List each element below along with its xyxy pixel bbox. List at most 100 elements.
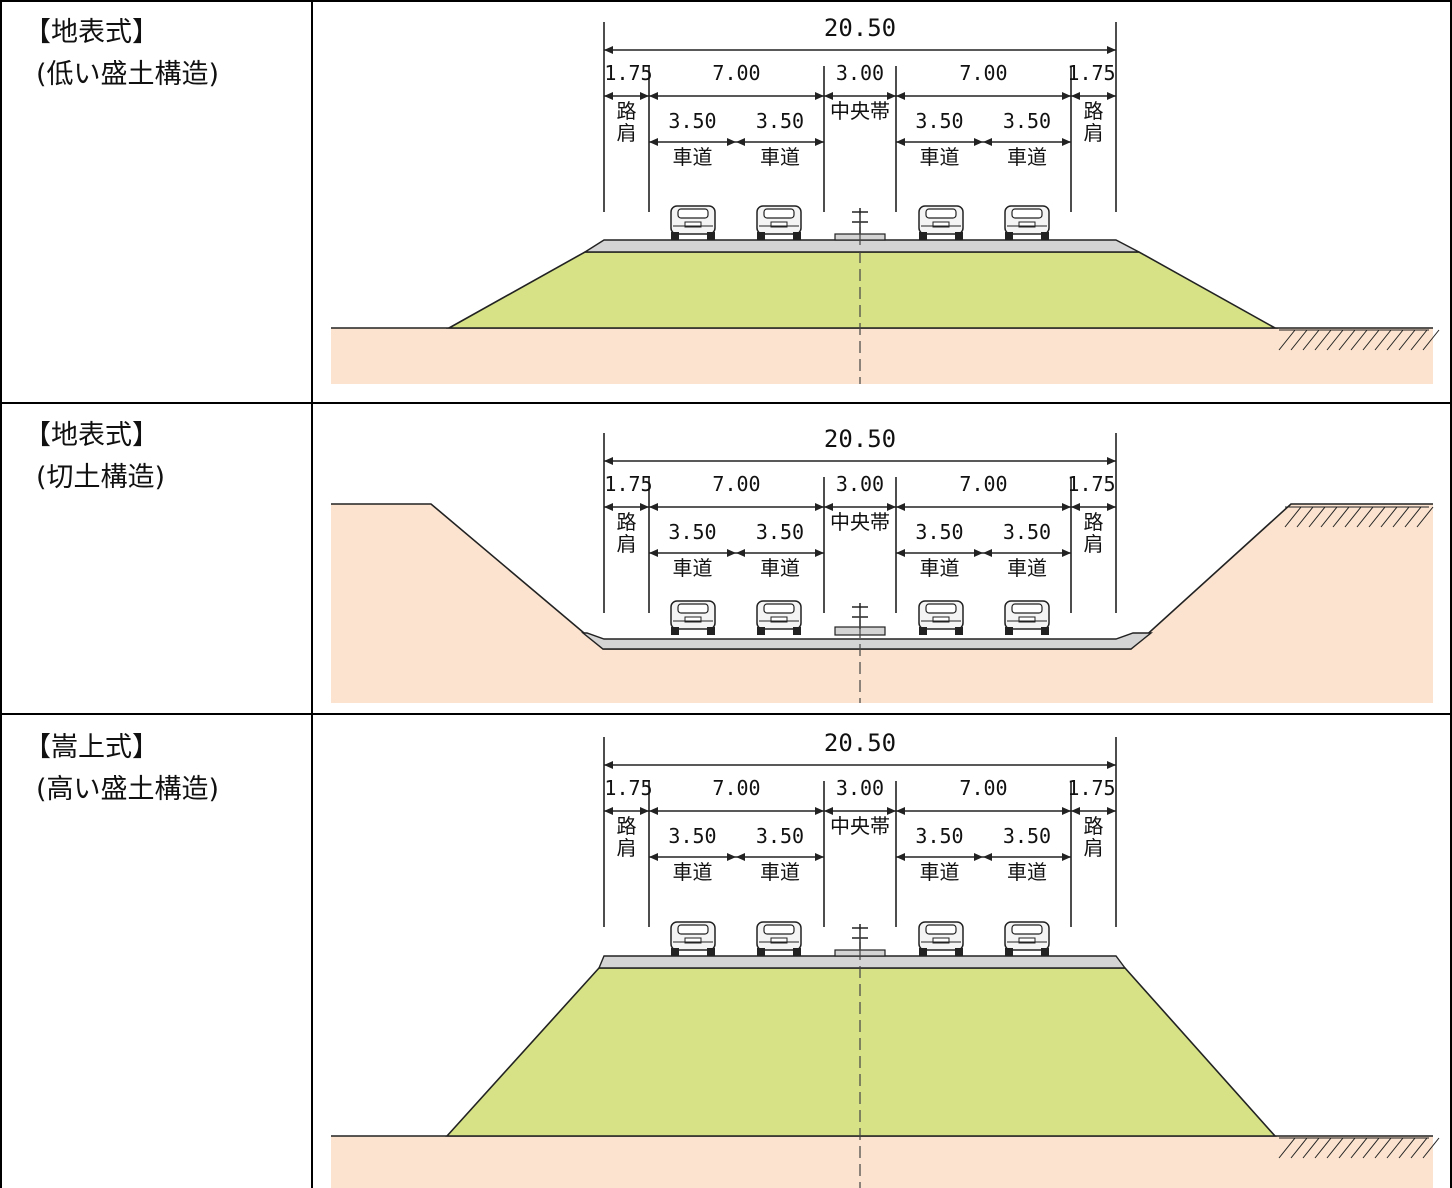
vehicle-plate (1018, 937, 1036, 944)
ground-hatching (1350, 329, 1368, 351)
road-pavement (582, 239, 1140, 253)
shoulder-label: 肩 (1084, 836, 1104, 860)
ground-hatching (1338, 329, 1356, 351)
ground-hatching (1314, 1137, 1332, 1159)
vehicle-icon (918, 921, 964, 956)
dimension-shoulder-label: 1.75 (604, 61, 652, 85)
vehicle-windshield (763, 603, 795, 614)
dimension-carriageway-arrow-left (649, 807, 658, 815)
vehicle-wheel (707, 948, 715, 956)
ground-hatching (1290, 1137, 1308, 1159)
ground-hatching (1374, 1137, 1392, 1159)
vehicle-plate (684, 221, 702, 228)
dimension-shoulder-arrow-right (640, 503, 649, 511)
vehicle-wheel (707, 627, 715, 635)
ground-hatching (1392, 506, 1410, 528)
ground-hatching (1332, 506, 1350, 528)
vehicle-wheel (671, 627, 679, 635)
dimension-lane-arrow-right (1062, 138, 1071, 146)
dimension-lane-arrow-left (649, 853, 658, 861)
dimension-lane-label: 3.50 (756, 520, 804, 544)
dimension-carriageway-label: 7.00 (959, 61, 1007, 85)
shoulder-label: 肩 (617, 836, 637, 860)
vehicle-wheel (1005, 232, 1013, 240)
ground-hatching (1410, 329, 1428, 351)
dimension-shoulder-arrow-left (604, 503, 613, 511)
vehicle-plate (684, 937, 702, 944)
vehicle-wheel (1005, 948, 1013, 956)
vehicle-windshield (925, 603, 957, 614)
lane-label: 車道 (1007, 860, 1047, 884)
dimension-lane-arrow-left (896, 853, 905, 861)
dimension-shoulder-arrow-right (640, 807, 649, 815)
dimension-lane-arrow-left (736, 853, 745, 861)
lane-label: 車道 (673, 556, 713, 580)
road-type-label: 【地表式】 (24, 17, 159, 48)
dimension-lane-arrow-left (736, 549, 745, 557)
dimension-lane-arrow-right (974, 138, 983, 146)
ground-hatching (1362, 329, 1380, 351)
dimension-lane-arrow-left (649, 138, 658, 146)
embankment-fill (445, 251, 1279, 329)
dimension-lane-arrow-right (1062, 549, 1071, 557)
ground-hatching (1398, 329, 1416, 351)
dimension-shoulder-arrow-left (1071, 807, 1080, 815)
ground-hatching (1284, 506, 1302, 528)
dimension-shoulder-arrow-left (604, 92, 613, 100)
ground-hatching (1338, 1137, 1356, 1159)
vehicle-wheel (757, 627, 765, 635)
road-pavement (597, 955, 1127, 969)
table-border-row (0, 713, 1452, 715)
dimension-total-arrow-right (1107, 457, 1116, 465)
dimension-median-arrow-left (824, 92, 833, 100)
vehicle-wheel (1041, 948, 1049, 956)
ground-hatching (1278, 1137, 1296, 1159)
dimension-shoulder-arrow-right (1107, 807, 1116, 815)
shoulder-label: 肩 (1084, 532, 1104, 556)
dimension-carriageway-label: 7.00 (959, 776, 1007, 800)
dimension-shoulder-label: 1.75 (1067, 61, 1115, 85)
dimension-lane-label: 3.50 (915, 109, 963, 133)
vehicle-windshield (677, 208, 709, 219)
ground-hatching (1326, 329, 1344, 351)
shoulder-label: 路 (617, 99, 637, 123)
vehicle-wheel (793, 627, 801, 635)
ground-hatching (1302, 1137, 1320, 1159)
dimension-lane-arrow-left (983, 853, 992, 861)
section-label-cell: 【地表式】 (低い盛土構造) (0, 0, 312, 402)
table-border-column (311, 0, 313, 1188)
embankment-fill (445, 967, 1277, 1137)
ground-area (331, 1136, 1433, 1188)
shoulder-label: 路 (1084, 99, 1104, 123)
ground-hatching (1320, 506, 1338, 528)
lane-label: 車道 (1007, 556, 1047, 580)
vehicle-wheel (919, 232, 927, 240)
vehicle-wheel (1005, 627, 1013, 635)
dimension-lane-arrow-right (974, 853, 983, 861)
dimension-lane-arrow-left (983, 138, 992, 146)
vehicle-wheel (955, 948, 963, 956)
dimension-lane-arrow-right (727, 549, 736, 557)
dimension-carriageway-arrow-left (896, 92, 905, 100)
shoulder-label: 路 (617, 510, 637, 534)
dimension-lane-label: 3.50 (668, 520, 716, 544)
vehicle-icon (670, 205, 716, 240)
road-type-label: 【嵩上式】 (24, 732, 159, 763)
ground-hatching (1290, 329, 1308, 351)
vehicle-wheel (1041, 232, 1049, 240)
vehicle-wheel (1041, 627, 1049, 635)
ground-hatching (1362, 1137, 1380, 1159)
vehicle-icon (1004, 600, 1050, 635)
vehicle-plate (770, 937, 788, 944)
vehicle-wheel (955, 627, 963, 635)
vehicle-wheel (671, 232, 679, 240)
dimension-lane-arrow-left (896, 138, 905, 146)
lane-label: 車道 (760, 860, 800, 884)
ground-hatching (1326, 1137, 1344, 1159)
